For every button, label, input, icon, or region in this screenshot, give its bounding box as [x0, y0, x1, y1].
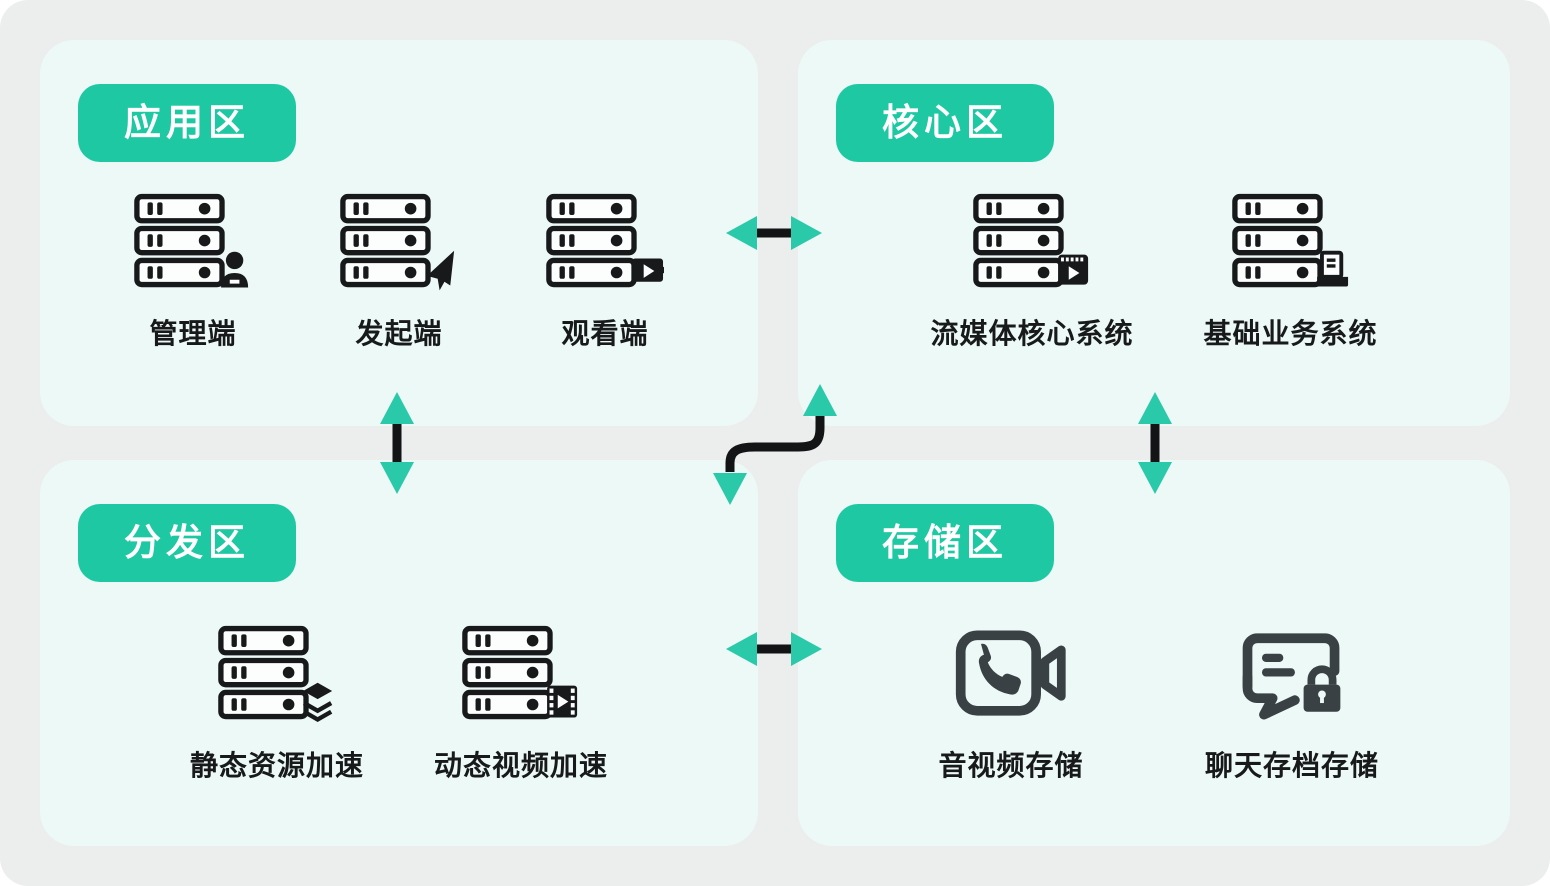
server-user-icon [134, 192, 252, 294]
node-label: 聊天存档存储 [1204, 750, 1379, 781]
node-label: 动态视频加速 [434, 750, 609, 781]
server-media-icon [973, 192, 1091, 294]
node-streaming-core-system: 流媒体核心系统 [930, 192, 1133, 352]
server-doc-icon [1232, 192, 1350, 294]
chat-lock-icon [1233, 624, 1351, 726]
node-av-storage: 音视频存储 [929, 624, 1093, 784]
zone-core-items: 流媒体核心系统 基础业务系统 [798, 192, 1510, 352]
node-static-resource-acceleration: 静态资源加速 [190, 624, 364, 784]
zone-badge-distribution: 分发区 [78, 504, 296, 582]
server-layers-icon [218, 624, 336, 726]
node-label: 静态资源加速 [189, 750, 364, 781]
node-label: 音视频存储 [938, 750, 1084, 781]
zone-badge-storage: 存储区 [836, 504, 1054, 582]
zone-storage: 存储区 音视频存储 聊天存档存储 [798, 460, 1510, 846]
node-label: 基础业务系统 [1203, 318, 1378, 349]
server-film-icon [462, 624, 580, 726]
zone-core: 核心区 流媒体核心系统 基础业务系统 [798, 40, 1510, 426]
node-basic-business-system: 基础业务系统 [1204, 192, 1378, 352]
zone-badge-core: 核心区 [836, 84, 1054, 162]
server-send-icon [340, 192, 458, 294]
node-viewer-client: 观看端 [523, 192, 687, 352]
node-dynamic-video-acceleration: 动态视频加速 [434, 624, 608, 784]
zone-application: 应用区 管理端 发起端 观看端 [40, 40, 758, 426]
node-chat-archive-storage: 聊天存档存储 [1205, 624, 1379, 784]
node-label: 流媒体核心系统 [930, 318, 1134, 349]
video-call-icon [952, 624, 1070, 726]
node-label: 发起端 [355, 318, 443, 349]
zone-badge-application: 应用区 [78, 84, 296, 162]
zone-distribution: 分发区 静态资源加速 动态视频加速 [40, 460, 758, 846]
server-video-icon [546, 192, 664, 294]
zone-title: 分发区 [124, 522, 250, 563]
zone-application-items: 管理端 发起端 观看端 [40, 192, 758, 352]
zone-title: 应用区 [124, 102, 250, 143]
node-label: 管理端 [149, 318, 237, 349]
zone-storage-items: 音视频存储 聊天存档存储 [798, 624, 1510, 784]
node-initiator-client: 发起端 [317, 192, 481, 352]
node-management-client: 管理端 [111, 192, 275, 352]
zone-distribution-items: 静态资源加速 动态视频加速 [40, 624, 758, 784]
zone-title: 存储区 [882, 522, 1008, 563]
zone-title: 核心区 [882, 102, 1008, 143]
node-label: 观看端 [561, 318, 649, 349]
